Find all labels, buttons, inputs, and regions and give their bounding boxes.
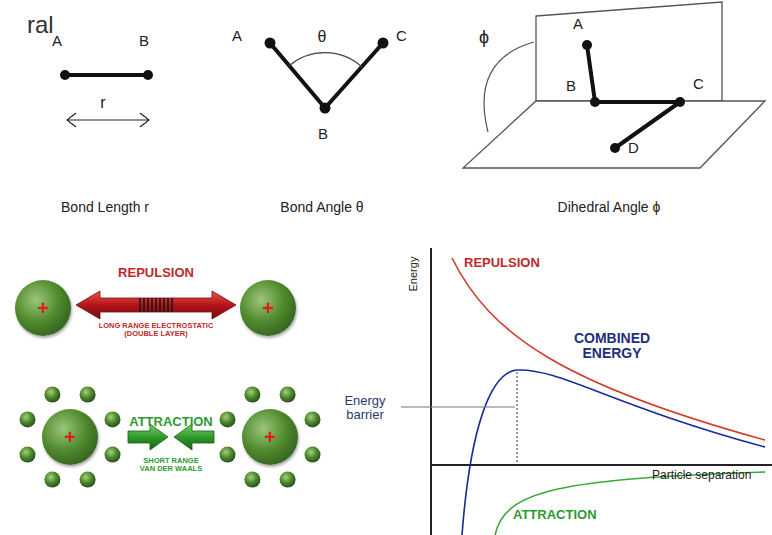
- figure-caption: Dihedral Angle ϕ: [558, 200, 661, 215]
- atom-label: B: [318, 126, 328, 143]
- atom-label: B: [139, 33, 149, 50]
- charged-particle: +: [42, 409, 98, 465]
- curve-label: REPULSION: [464, 256, 540, 270]
- atom-label: B: [566, 78, 576, 95]
- charge-sign: +: [37, 298, 49, 318]
- dihedral-figure: [463, 2, 765, 168]
- title-fragment: ral: [27, 12, 54, 38]
- curve-label: COMBINED ENERGY: [557, 331, 667, 362]
- repulsion-arrow: [76, 291, 236, 319]
- charged-particle: +: [15, 280, 71, 336]
- force-note: LONG RANGE ELECTROSTATIC (DOUBLE LAYER): [99, 322, 214, 339]
- bond-length-figure: [60, 70, 153, 127]
- distance-symbol: r: [100, 94, 105, 112]
- atom-label: A: [52, 33, 62, 50]
- atom-label: C: [396, 28, 407, 45]
- atom-label: D: [628, 140, 639, 157]
- angle-symbol: ϕ: [479, 28, 489, 48]
- atom-label: C: [693, 76, 704, 93]
- charged-particle: +: [242, 409, 298, 465]
- curve-label: ATTRACTION: [513, 508, 597, 522]
- atom-label: A: [573, 16, 583, 33]
- figure-caption: Bond Angle θ: [280, 200, 363, 215]
- force-label: REPULSION: [118, 266, 194, 280]
- axis-label: Energy: [407, 257, 419, 292]
- counter-ions: [20, 387, 321, 488]
- bond-angle-figure: [265, 38, 389, 114]
- force-note: SHORT RANGE VAN DER WAALS: [135, 457, 207, 474]
- figure-caption: Bond Length r: [61, 200, 149, 215]
- angle-symbol: θ: [318, 28, 327, 46]
- force-label: ATTRACTION: [129, 415, 213, 429]
- charge-sign: +: [264, 427, 276, 447]
- energy-graph: [401, 248, 772, 535]
- charge-sign: +: [64, 427, 76, 447]
- atom-label: A: [232, 28, 242, 45]
- callout-label: Energy barrier: [334, 394, 396, 423]
- axis-label: Particle separation: [652, 469, 751, 482]
- charge-sign: +: [262, 298, 274, 318]
- charged-particle: +: [240, 280, 296, 336]
